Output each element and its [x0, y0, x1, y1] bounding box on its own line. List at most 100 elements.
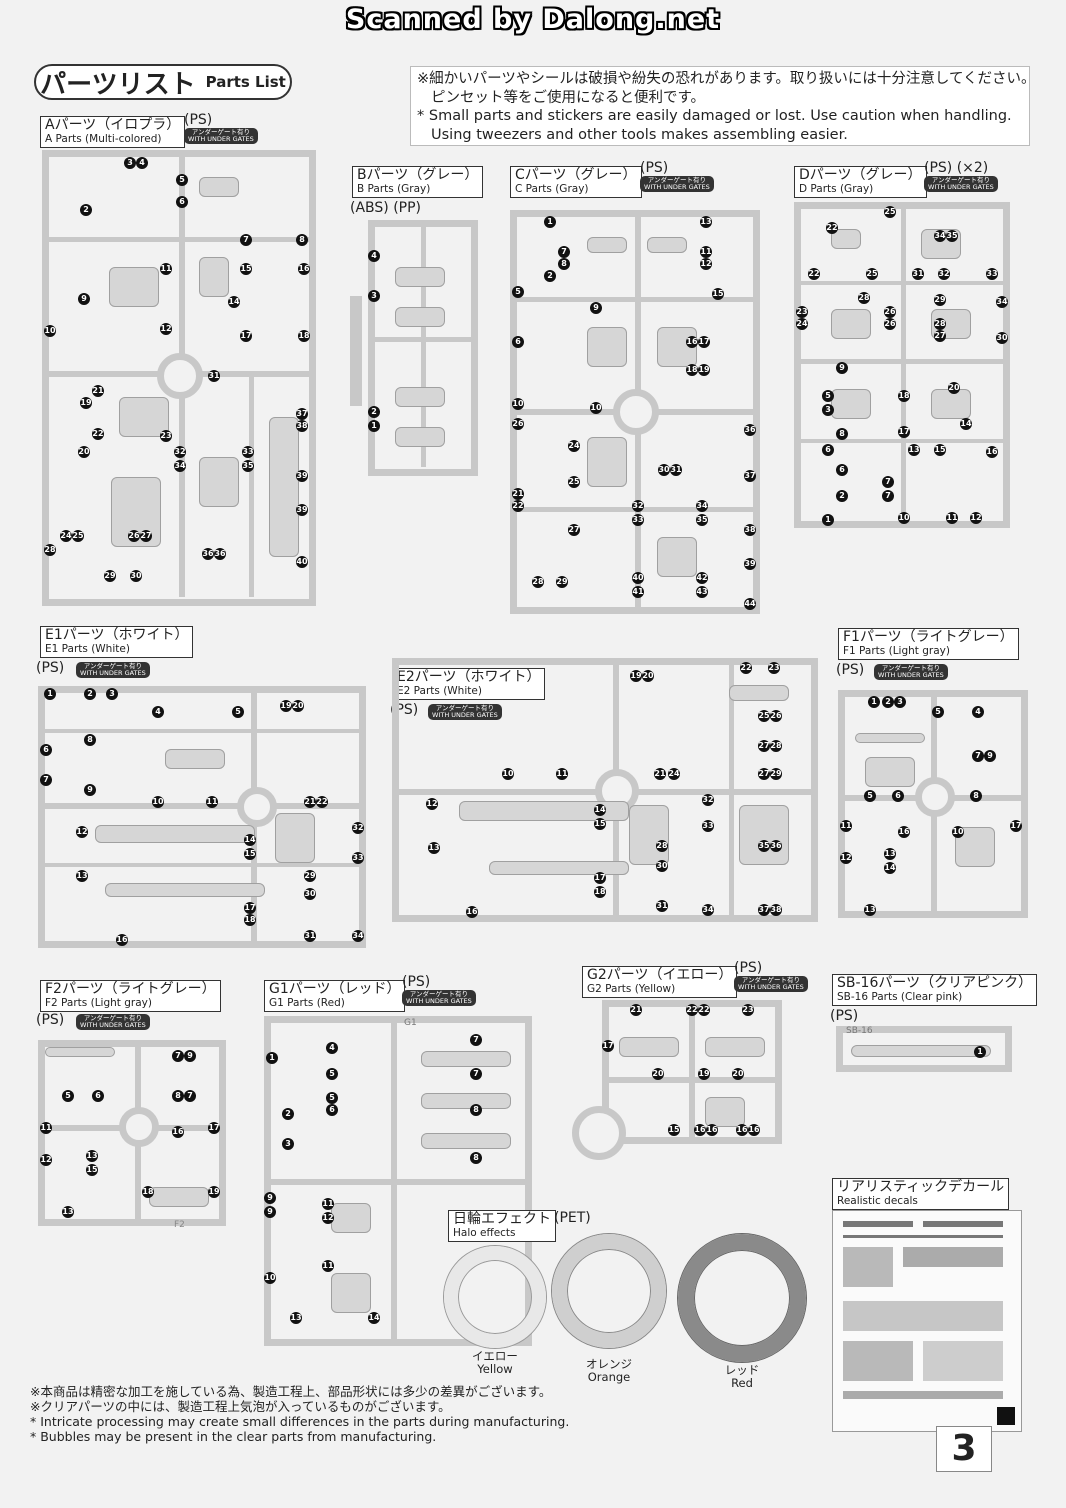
g1-parts-jp: G1パーツ（レッド）: [269, 981, 401, 997]
part-number: 37: [744, 470, 756, 482]
part-number: 29: [770, 768, 782, 780]
part-number: 30: [130, 570, 142, 582]
sb16-runner-tag: SB-16: [846, 1026, 873, 1036]
part-number: 28: [44, 544, 56, 556]
label-b-parts: Bパーツ（グレー） B Parts (Gray): [352, 166, 484, 198]
label-f2-parts: F2パーツ（ライトグレー） F2 Parts (Light gray): [40, 980, 221, 1012]
part-number: 16: [172, 1126, 184, 1138]
part-number: 27: [140, 530, 152, 542]
part-number: 34: [934, 230, 946, 242]
runner-d: [794, 202, 1010, 528]
sb16-parts-en: SB-16 Parts (Clear pink): [837, 991, 963, 1003]
part-number: 24: [568, 440, 580, 452]
part-number: 28: [656, 840, 668, 852]
part-number: 9: [184, 1050, 196, 1062]
part-number: 34: [996, 296, 1008, 308]
part-number: 13: [290, 1312, 302, 1324]
part-number: 41: [632, 586, 644, 598]
part-number: 13: [864, 904, 876, 916]
part-number: 10: [502, 768, 514, 780]
part-number: 36: [770, 840, 782, 852]
part-number: 4: [972, 706, 984, 718]
part-number: 4: [136, 157, 148, 169]
part-number: 22: [686, 1004, 698, 1016]
caution-line-en-2: Using tweezers and other tools makes ass…: [431, 126, 848, 143]
part-number: 18: [298, 330, 310, 342]
f2-parts-jp: F2パーツ（ライトグレー）: [45, 981, 216, 997]
g2-parts-en: G2 Parts (Yellow): [587, 983, 676, 995]
part-number: 30: [996, 332, 1008, 344]
note-jp-1: ※本商品は精密な加工を施している為、製造工程上、部品形状には多少の差異がございま…: [30, 1384, 552, 1399]
part-number: 16: [298, 263, 310, 275]
part-number: 18: [898, 390, 910, 402]
a-parts-jp: Aパーツ（イロプラ）: [45, 117, 181, 133]
label-sb16-parts: SB-16パーツ（クリアピンク） SB-16 Parts (Clear pink…: [832, 974, 1038, 1006]
b-runner-tab: [350, 296, 362, 406]
runner-b: [368, 220, 478, 476]
part-number: 13: [76, 870, 88, 882]
part-number: 3: [894, 696, 906, 708]
decals-jp: リアリスティックデカール: [837, 1179, 1005, 1195]
part-number: 16: [748, 1124, 760, 1136]
part-number: 1: [974, 1046, 986, 1058]
f2-material: (PS): [36, 1012, 65, 1028]
label-d-parts: Dパーツ（グレー） D Parts (Gray): [794, 166, 927, 198]
part-number: 2: [544, 270, 556, 282]
part-number: 27: [934, 330, 946, 342]
e2-parts-en: E2 Parts (White): [397, 685, 482, 697]
part-number: 11: [946, 512, 958, 524]
part-number: 6: [176, 196, 188, 208]
g1-runner-tag: G1: [404, 1018, 417, 1028]
title-en: Parts List: [205, 73, 286, 91]
part-number: 5: [512, 286, 524, 298]
part-number: 4: [326, 1042, 338, 1054]
part-number: 10: [512, 398, 524, 410]
part-number: 13: [86, 1150, 98, 1162]
part-number: 35: [696, 514, 708, 526]
caution-line-jp-2: ピンセット等をご使用になると便利です。: [431, 89, 706, 106]
g1-material: (PS): [402, 974, 431, 990]
part-number: 38: [296, 420, 308, 432]
part-number: 11: [322, 1198, 334, 1210]
part-number: 23: [160, 430, 172, 442]
part-number: 19: [698, 364, 710, 376]
b-parts-en: B Parts (Gray): [357, 183, 431, 195]
label-a-parts: Aパーツ（イロプラ） A Parts (Multi-colored): [40, 116, 186, 148]
runner-f1: [838, 690, 1028, 918]
part-number: 6: [892, 790, 904, 802]
label-realistic-decals: リアリスティックデカール Realistic decals: [832, 1178, 1010, 1210]
part-number: 17: [602, 1040, 614, 1052]
part-number: 24: [668, 768, 680, 780]
part-number: 8: [172, 1090, 184, 1102]
part-number: 7: [972, 750, 984, 762]
part-number: 14: [884, 862, 896, 874]
part-number: 25: [72, 530, 84, 542]
runner-f2: [38, 1040, 226, 1226]
halo-ring-red: [678, 1234, 806, 1362]
part-number: 16: [986, 446, 998, 458]
title-jp: パーツリスト: [40, 69, 196, 100]
part-number: 28: [858, 292, 870, 304]
part-number: 12: [426, 798, 438, 810]
e1-parts-jp: E1パーツ（ホワイト）: [45, 627, 189, 643]
part-number: 20: [732, 1068, 744, 1080]
part-number: 11: [322, 1260, 334, 1272]
e2-parts-jp: E2パーツ（ホワイト）: [397, 669, 541, 685]
part-number: 43: [696, 586, 708, 598]
part-number: 20: [948, 382, 960, 394]
part-number: 39: [296, 470, 308, 482]
part-number: 8: [970, 790, 982, 802]
part-number: 14: [244, 834, 256, 846]
part-number: 8: [296, 234, 308, 246]
part-number: 1: [44, 688, 56, 700]
part-number: 32: [938, 268, 950, 280]
part-number: 12: [322, 1212, 334, 1224]
part-number: 5: [326, 1068, 338, 1080]
part-number: 2: [368, 406, 380, 418]
part-number: 18: [244, 914, 256, 926]
part-number: 16: [116, 934, 128, 946]
part-number: 15: [86, 1164, 98, 1176]
